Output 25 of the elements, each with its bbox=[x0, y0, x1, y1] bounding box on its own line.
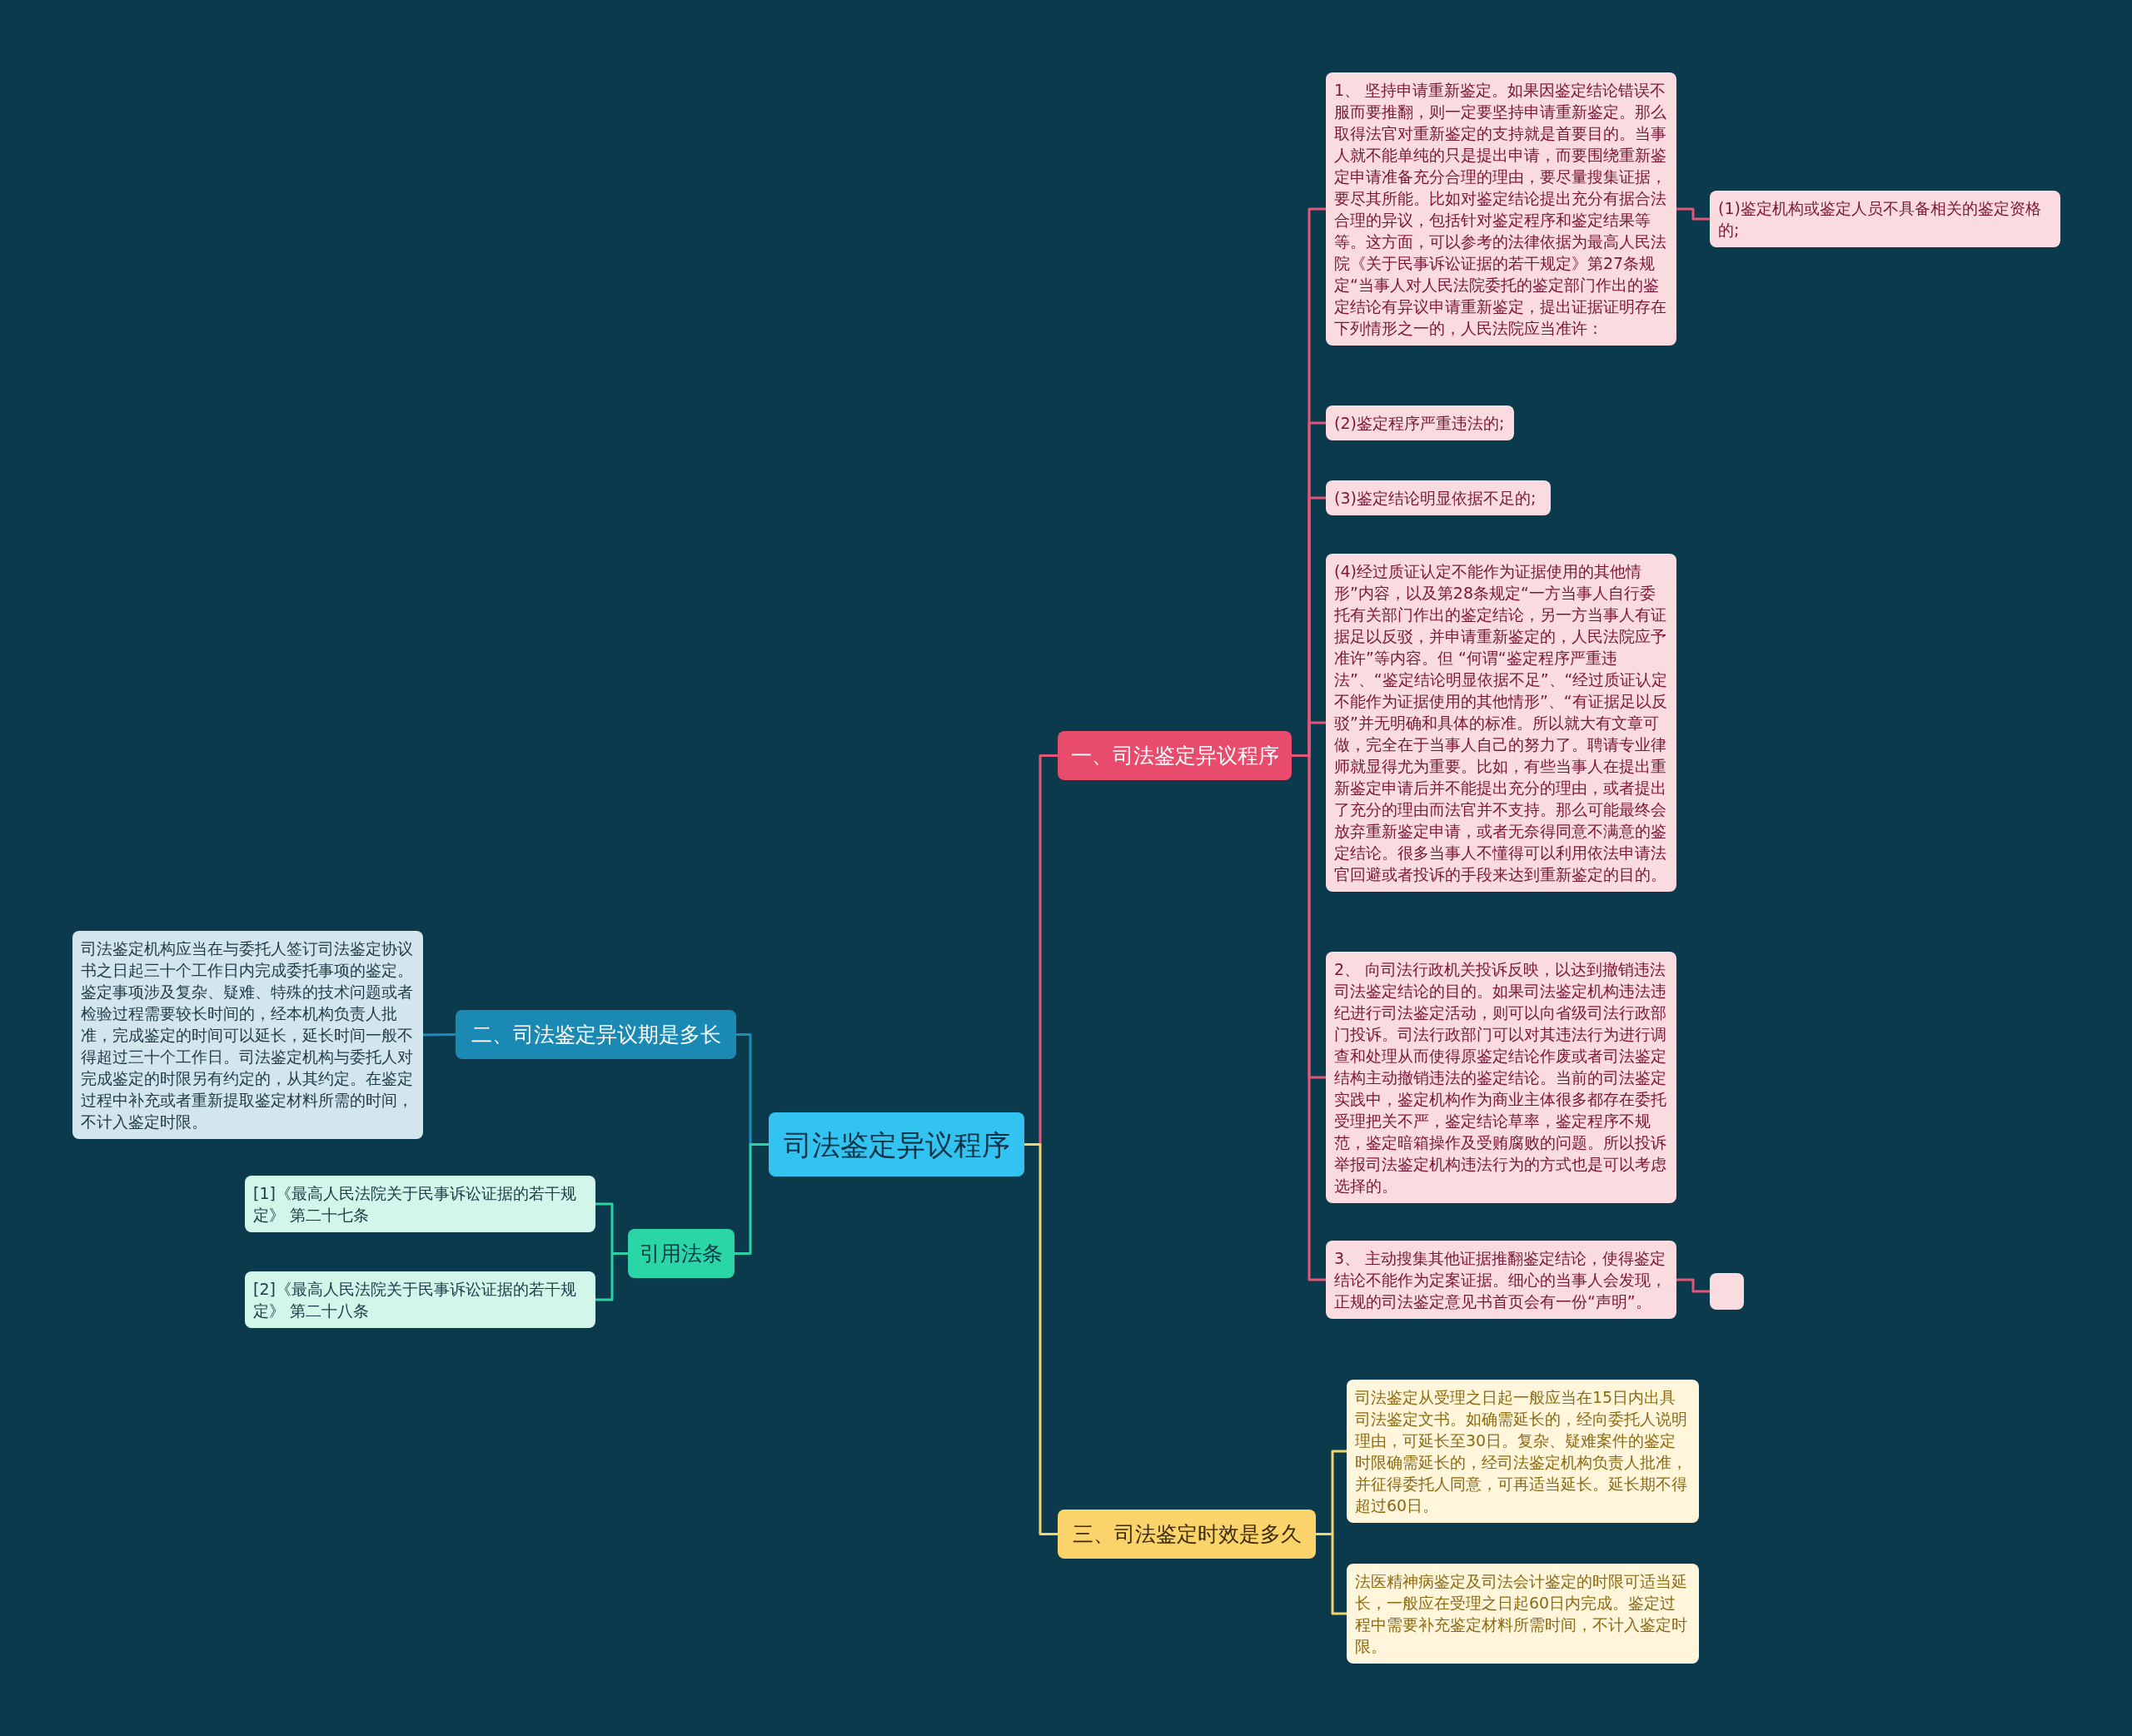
subtopic-card: 司法鉴定从受理之日起一般应当在15日内出具司法鉴定文书。如确需延长的，经向委托人说明理由，可延长至30日。复杂、疑难案件的鉴定时限确需延长的，经司法鉴定机构负责人批准，并征得委托人同意，可再适当延长。延长期不得超过60日。 bbox=[1347, 1380, 1699, 1523]
subtopic-card: [1]《最高人民法院关于民事诉讼证据的若干规定》 第二十七条 bbox=[245, 1176, 595, 1232]
subtopic-card: (3)鉴定结论明显依据不足的; bbox=[1326, 480, 1551, 515]
branch-topic: 二、司法鉴定异议期是多长 bbox=[456, 1010, 736, 1059]
connector-line bbox=[1676, 207, 1710, 221]
connector-line bbox=[422, 1033, 456, 1037]
subtopic-card: (2)鉴定程序严重违法的; bbox=[1326, 405, 1514, 440]
subtopic-card: 2、 向司法行政机关投诉反映，以达到撤销违法司法鉴定结论的目的。如果司法鉴定机构违法违纪进行司法鉴定活动，则可以向省级司法行政部门投诉。司法行政部门可以对其违法行为进行调查和处理从而使得原鉴定结论作废或者司法鉴定结构主动撤销违法的鉴定结论。当前的司法鉴定实践中，鉴定机构作为商业主体很多都存在委托受理把关不严，鉴定结论草率，鉴定程序不规范，鉴定暗箱操作及受贿腐败的问题。所以投诉举报司法鉴定机构违法行为的方式也是可以考虑选择的。 bbox=[1326, 952, 1676, 1203]
branch-topic: 一、司法鉴定异议程序 bbox=[1058, 731, 1292, 780]
connector-line bbox=[595, 1252, 628, 1301]
connector-line bbox=[1024, 1143, 1058, 1535]
connector-line bbox=[1316, 1533, 1347, 1615]
central-topic: 司法鉴定异议程序 bbox=[769, 1112, 1024, 1176]
subtopic-card: 3、 主动搜集其他证据推翻鉴定结论，使得鉴定结论不能作为定案证据。细心的当事人会发现，正规的司法鉴定意见书首页会有一份“声明”。 bbox=[1326, 1241, 1676, 1319]
connector-line bbox=[735, 1143, 769, 1255]
subtopic-card: [2]《最高人民法院关于民事诉讼证据的若干规定》 第二十八条 bbox=[245, 1271, 595, 1328]
connector-line bbox=[1676, 1278, 1710, 1293]
subtopic-card: 1、 坚持申请重新鉴定。如果因鉴定结论错误不服而要推翻，则一定要坚持申请重新鉴定。那么取得法官对重新鉴定的支持就是首要目的。当事人就不能单纯的只是提出申请，而要围绕重新鉴定申请准备充分合理的理由，要尽量搜集证据，要尽其所能。比如对鉴定结论提出充分有据合法合理的异议，包括针对鉴定程序和鉴定结果等等。这方面，可以参考的法律依据为最高人民法院《关于民事诉讼证据的若干规定》第27条规定“当事人对人民法院委托的鉴定部门作出的鉴定结论有异议申请重新鉴定，提出证据证明存在下列情形之一的，人民法院应当准许： bbox=[1326, 72, 1676, 346]
subtopic-card: 法医精神病鉴定及司法会计鉴定的时限可适当延长，一般应在受理之日起60日内完成。鉴定过程中需要补充鉴定材料所需时间，不计入鉴定时限。 bbox=[1347, 1564, 1699, 1664]
branch-topic: 三、司法鉴定时效是多久 bbox=[1058, 1510, 1316, 1559]
subtopic-card: (4)经过质证认定不能作为证据使用的其他情形”内容，以及第28条规定“一方当事人自行委托有关部门作出的鉴定结论，另一方当事人有证据足以反驳，并申请重新鉴定的，人民法院应予准许”等内容。但 “何谓“鉴定程序严重违法”、“鉴定结论明显依据不足”、“经过质证认定不能作为证据使用的其他情形”、“有证据足以反驳”并无明确和具体的标准。所以就大有文章可做，完全在于当事人自己的努力了。聘请专业律师就显得尤为重要。比如，有些当事人在提出重新鉴定申请后并不能提出充分的理由，或者提出了充分的理由而法官并不支持。那么可能最终会放弃重新鉴定申请，或者无奈得同意不满意的鉴定结论。很多当事人不懂得可以利用依法申请法官回避或者投诉的手段来达到重新鉴定的目的。 bbox=[1326, 554, 1676, 892]
empty-topic-card bbox=[1710, 1273, 1744, 1310]
branch-topic: 引用法条 bbox=[628, 1229, 735, 1278]
subtopic-card: 司法鉴定机构应当在与委托人签订司法鉴定协议书之日起三十个工作日内完成委托事项的鉴定。鉴定事项涉及复杂、疑难、特殊的技术问题或者检验过程需要较长时间的，经本机构负责人批准，完成鉴定的时间可以延长，延长时间一般不得超过三十个工作日。司法鉴定机构与委托人对完成鉴定的时限另有约定的，从其约定。在鉴定过程中补充或者重新提取鉴定材料所需的时间，不计入鉴定时限。 bbox=[72, 931, 423, 1139]
subtopic-card: (1)鉴定机构或鉴定人员不具备相关的鉴定资格的; bbox=[1710, 191, 2060, 247]
